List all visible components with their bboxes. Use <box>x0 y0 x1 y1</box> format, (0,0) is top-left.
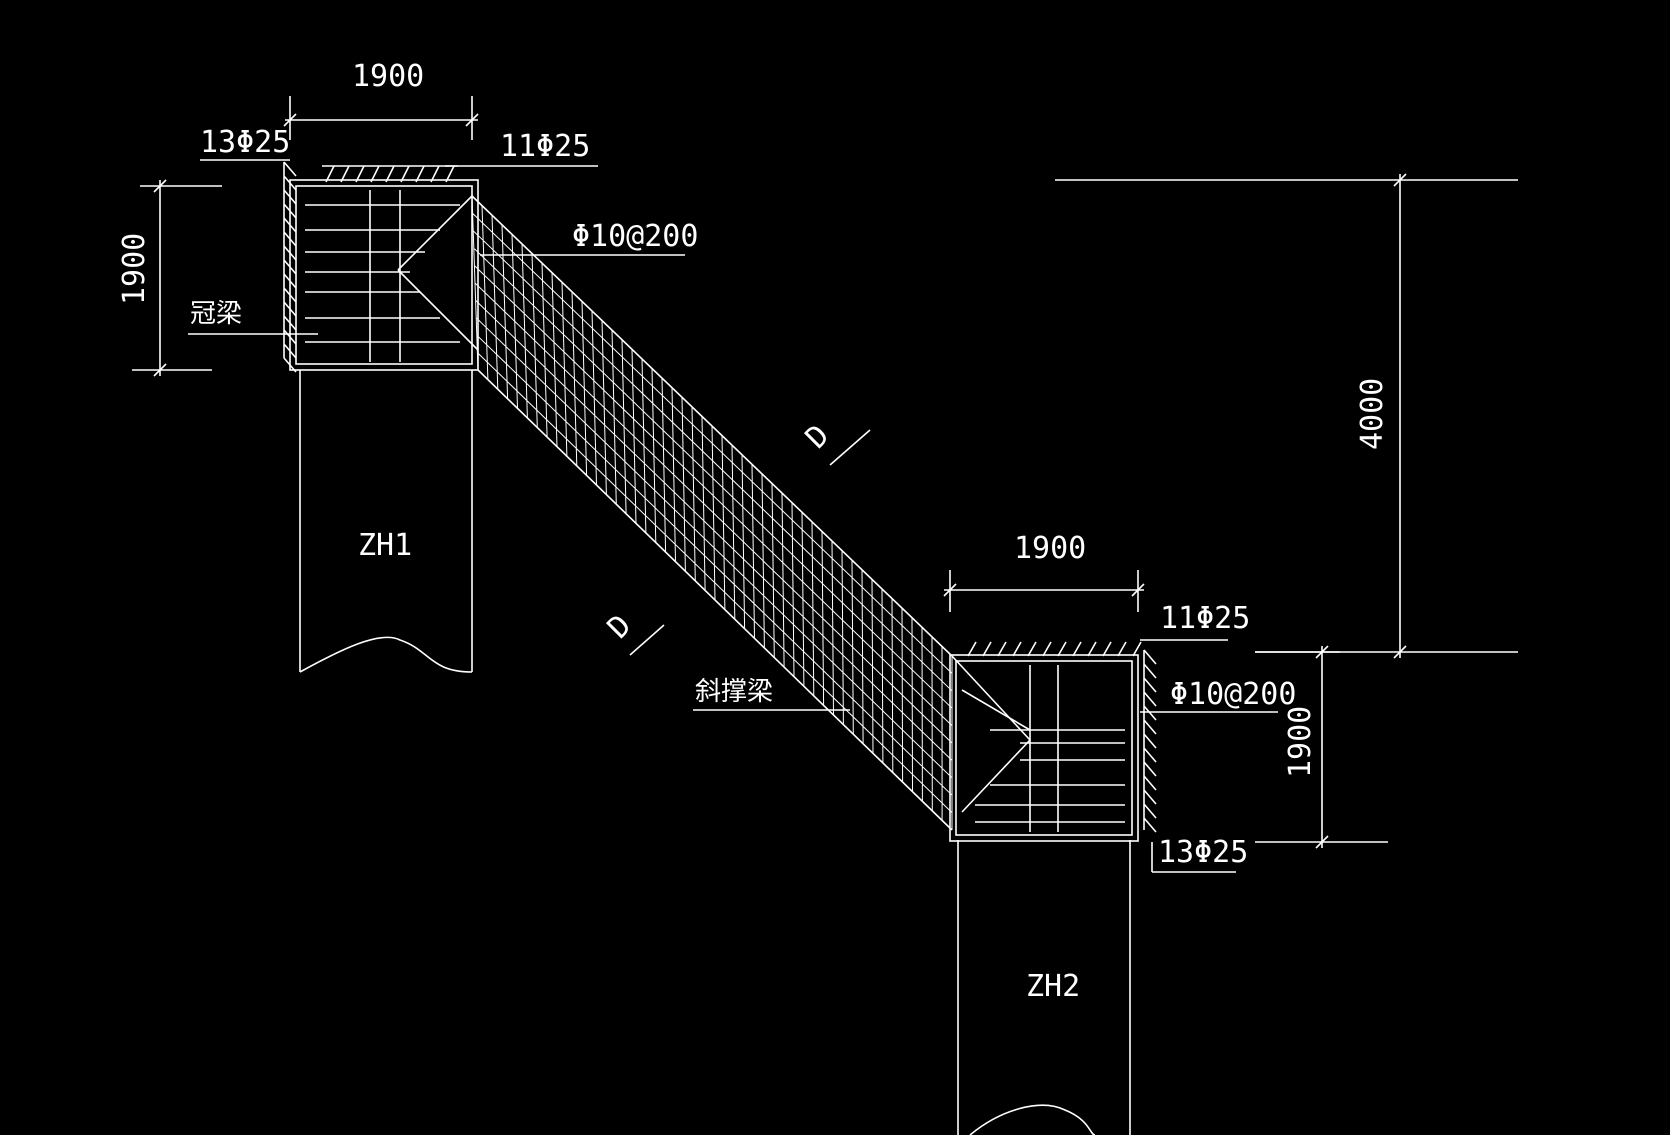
elevation-dim-label: 4000 <box>1355 378 1390 450</box>
zh1-stirrup-label: Φ10@200 <box>572 219 698 254</box>
zh2-side-rebar-label: 13Φ25 <box>1158 835 1248 870</box>
pile-zh1 <box>299 370 473 673</box>
right-height-dim-label: 1900 <box>1283 706 1318 778</box>
dimension-right-height <box>1255 645 1388 849</box>
crown-beam-section-2 <box>949 641 1157 842</box>
zh1-side-rebar-label: 13Φ25 <box>200 125 290 160</box>
dimension-elevation <box>1055 173 1518 659</box>
top-width-dim-label: 1900 <box>352 59 424 94</box>
diagonal-brace-beam <box>397 195 1031 831</box>
diagonal-beam-label: 斜撑梁 <box>695 677 773 707</box>
zh2-stirrup-label: Φ10@200 <box>1170 677 1296 712</box>
crown-beam-section-1 <box>283 161 479 373</box>
section-mark-upper: D <box>799 418 837 456</box>
section-cut-upper <box>829 429 871 466</box>
zh1-top-rebar-label: 11Φ25 <box>500 129 590 164</box>
dimension-top-width <box>283 96 479 140</box>
dimension-left-height <box>132 179 222 377</box>
dimension-right-width <box>943 570 1145 612</box>
right-width-dim-label: 1900 <box>1014 531 1086 566</box>
zh2-top-rebar-label: 11Φ25 <box>1160 601 1250 636</box>
section-mark-lower: D <box>601 608 639 646</box>
pile-zh1-label: ZH1 <box>358 528 412 563</box>
crown-beam-label: 冠梁 <box>190 299 242 329</box>
pile-zh2 <box>957 840 1131 1135</box>
section-cut-lower <box>629 624 665 656</box>
left-height-dim-label: 1900 <box>117 233 152 305</box>
pile-zh2-label: ZH2 <box>1026 969 1080 1004</box>
